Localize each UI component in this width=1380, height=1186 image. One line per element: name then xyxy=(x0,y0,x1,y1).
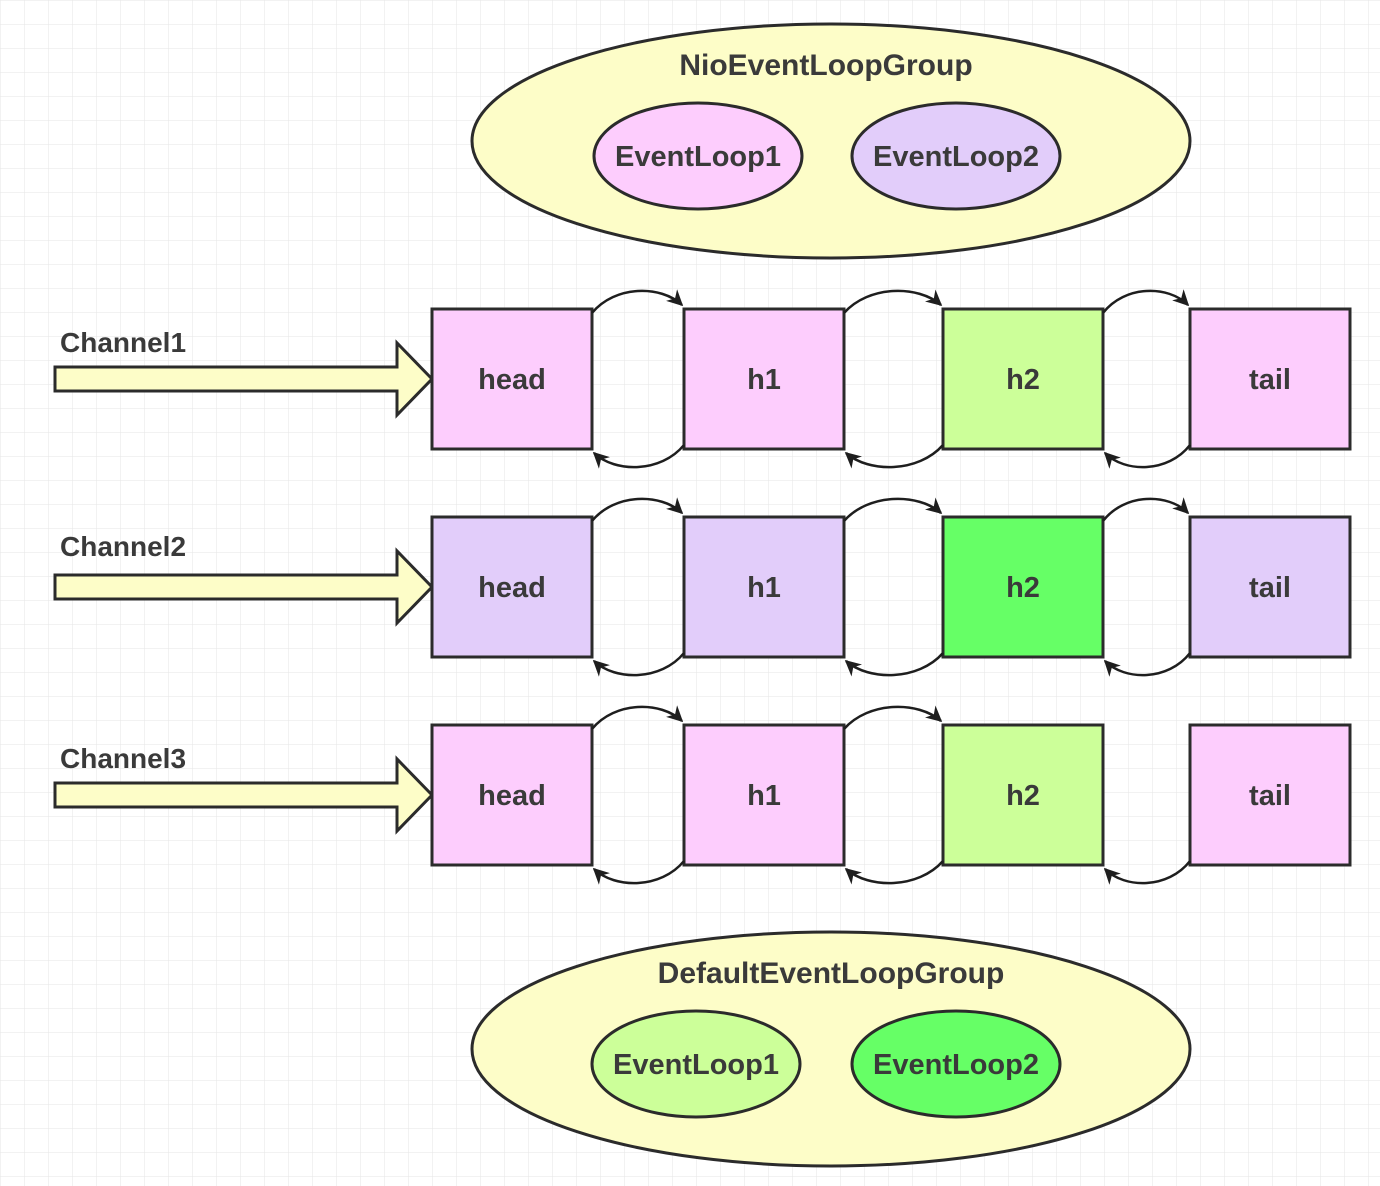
channel-1-label: Channel1 xyxy=(60,327,186,358)
channel-3: Channel3 head h1 h2 tail xyxy=(53,705,1352,885)
channel-2-forward-arrow-1 xyxy=(591,497,684,522)
channel-3-node-tail xyxy=(1188,723,1352,867)
default-loop-2-ellipse xyxy=(850,1009,1062,1119)
channel-1-forward-arrow-3 xyxy=(1102,289,1190,314)
channel-2: Channel2 head h1 h2 tail xyxy=(53,497,1352,677)
channel-2-label: Channel2 xyxy=(60,531,186,562)
channel-1-backward-arrow-2 xyxy=(844,444,944,469)
channel-1-backward-arrow-3 xyxy=(1103,444,1191,469)
nio-loop-1-ellipse xyxy=(592,101,804,211)
channel-1: Channel1 head h1 h2 tail xyxy=(53,289,1352,469)
channel-3-backward-arrow-3 xyxy=(1103,860,1191,885)
channel-1-forward-arrow-2 xyxy=(843,289,943,314)
channel-2-backward-arrow-2 xyxy=(844,652,944,677)
channel-2-backward-arrow-3 xyxy=(1103,652,1191,677)
channel-2-node-head xyxy=(430,515,594,659)
channel-2-backward-arrow-1 xyxy=(592,652,685,677)
channel-2-arrow xyxy=(53,547,435,627)
channel-1-node-h1 xyxy=(682,307,846,451)
nio-loop-2-ellipse xyxy=(850,101,1062,211)
channel-2-node-tail-label: tail xyxy=(1249,572,1291,604)
nio-loop-2-label: EventLoop2 xyxy=(873,141,1039,173)
channel-3-backward-arrow-2 xyxy=(844,860,944,885)
channel-3-forward-arrow-2 xyxy=(843,705,943,730)
channel-1-node-h2 xyxy=(941,307,1105,451)
default-loop-1-label: EventLoop1 xyxy=(613,1049,779,1081)
default-group-title: DefaultEventLoopGroup xyxy=(658,957,1005,990)
default-event-loop-group: DefaultEventLoopGroup EventLoop1 EventLo… xyxy=(470,930,1192,1168)
default-loop-1-ellipse xyxy=(590,1009,802,1119)
channel-2-node-tail xyxy=(1188,515,1352,659)
channel-1-node-h1-label: h1 xyxy=(747,364,781,396)
channel-1-arrow xyxy=(53,339,435,419)
channel-2-node-h2-label: h2 xyxy=(1006,572,1040,604)
nio-event-loop-group: NioEventLoopGroup EventLoop1 EventLoop2 xyxy=(470,22,1192,260)
channel-3-label: Channel3 xyxy=(60,743,186,774)
channel-2-forward-arrow-3 xyxy=(1102,497,1190,522)
channel-1-backward-arrow-1 xyxy=(592,444,685,469)
channel-3-node-h1 xyxy=(682,723,846,867)
channel-3-node-head-label: head xyxy=(478,780,546,812)
channel-1-node-tail-label: tail xyxy=(1249,364,1291,396)
channel-1-node-tail xyxy=(1188,307,1352,451)
channel-3-forward-arrow-1 xyxy=(591,705,684,730)
channel-3-node-head xyxy=(430,723,594,867)
channel-3-node-h1-label: h1 xyxy=(747,780,781,812)
channel-2-node-head-label: head xyxy=(478,572,546,604)
channel-2-node-h2 xyxy=(941,515,1105,659)
channel-3-node-tail-label: tail xyxy=(1249,780,1291,812)
channel-3-node-h2 xyxy=(941,723,1105,867)
channel-1-node-head-label: head xyxy=(478,364,546,396)
channel-1-forward-arrow-1 xyxy=(591,289,684,314)
nio-loop-1-label: EventLoop1 xyxy=(615,141,781,173)
channel-3-node-h2-label: h2 xyxy=(1006,780,1040,812)
channel-1-node-head xyxy=(430,307,594,451)
channel-2-node-h1 xyxy=(682,515,846,659)
channel-3-arrow xyxy=(53,755,435,835)
nio-group-title: NioEventLoopGroup xyxy=(679,49,972,82)
channel-1-node-h2-label: h2 xyxy=(1006,364,1040,396)
default-loop-2-label: EventLoop2 xyxy=(873,1049,1039,1081)
channel-2-forward-arrow-2 xyxy=(843,497,943,522)
channel-2-node-h1-label: h1 xyxy=(747,572,781,604)
channel-3-backward-arrow-1 xyxy=(592,860,685,885)
